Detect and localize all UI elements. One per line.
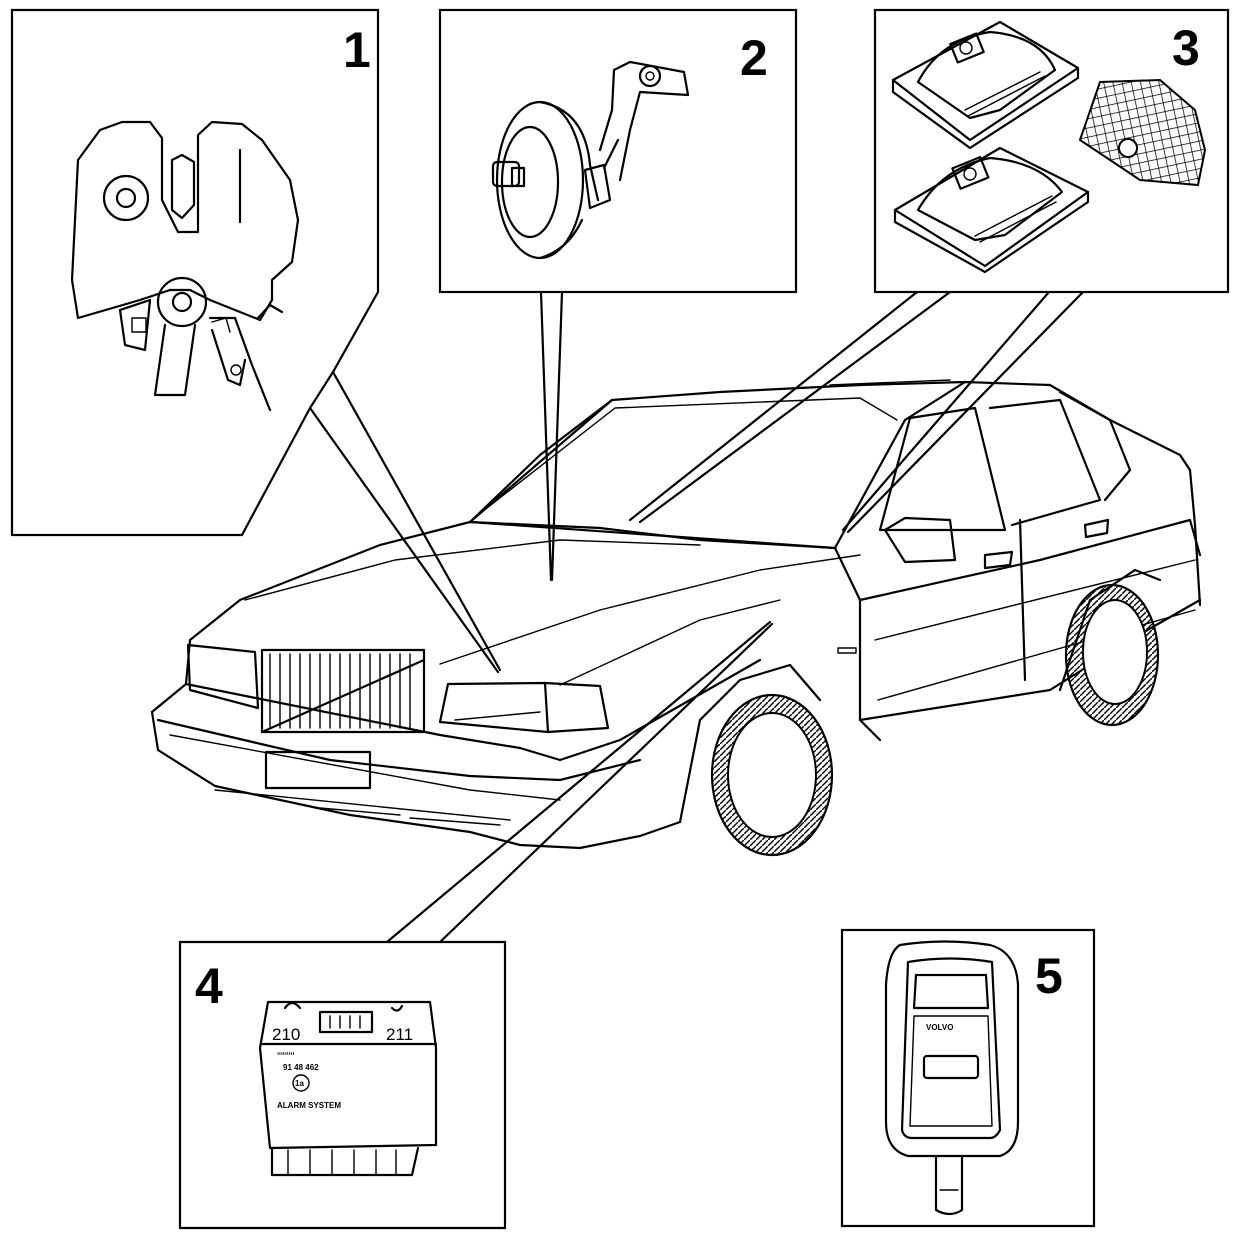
callout-number-5: 5 xyxy=(1035,948,1063,1004)
callout-panel-4: 4 210 211 ‘‘‘‘‘‘‘‘‘ 91 48 462 1a ALARM S… xyxy=(178,940,507,1230)
alarm-module-icon: 210 211 ‘‘‘‘‘‘‘‘‘ 91 48 462 1a ALARM SYS… xyxy=(258,1000,438,1177)
callout-number-3: 3 xyxy=(1172,20,1200,76)
sensor-bottom-icon xyxy=(893,146,1090,274)
module-name: ALARM SYSTEM xyxy=(277,1101,341,1110)
callout-number-1: 1 xyxy=(343,22,371,78)
car-illustration xyxy=(150,379,1202,857)
module-badge: 1a xyxy=(295,1079,304,1088)
callout-panel-5: 5 VOLVO xyxy=(840,928,1096,1228)
terminal-210-label: 210 xyxy=(272,1025,300,1044)
callout-number-2: 2 xyxy=(740,30,768,86)
callout-panel-1: 1 xyxy=(10,8,380,537)
horn-icon xyxy=(491,60,690,260)
callout-panel-2: 2 xyxy=(438,8,798,294)
callout-number-4: 4 xyxy=(195,958,223,1014)
hood-lock-icon xyxy=(70,120,300,412)
callout-panel-3: 3 xyxy=(873,8,1230,294)
remote-key-icon: VOLVO xyxy=(884,940,1020,1216)
sensor-top-icon xyxy=(891,20,1080,150)
sensor-grille-icon xyxy=(1078,78,1207,187)
callout-leaders xyxy=(308,290,1085,944)
remote-brand-label: VOLVO xyxy=(926,1023,953,1032)
module-part-number: 91 48 462 xyxy=(283,1063,319,1072)
module-code-line: ‘‘‘‘‘‘‘‘‘ xyxy=(277,1051,295,1060)
terminal-211-label: 211 xyxy=(386,1025,413,1044)
